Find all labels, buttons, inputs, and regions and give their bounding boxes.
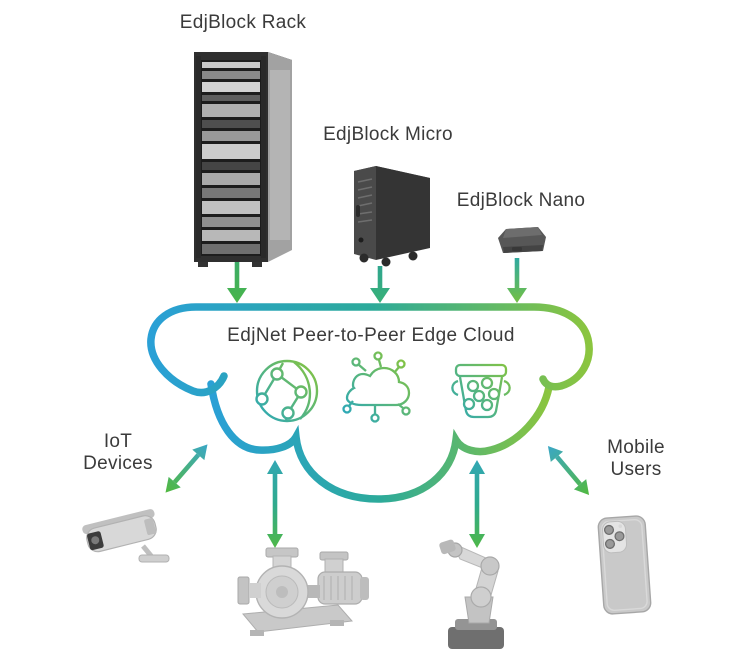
iot-devices-label-line1: IoT <box>103 431 133 452</box>
edjblock-micro-label: EdjBlock Micro <box>323 124 453 145</box>
iot-cloud-icon <box>342 351 411 423</box>
global-network-icon <box>255 359 319 423</box>
iot-devices-label: IoT Devices <box>83 431 153 475</box>
mobile-users-label: Mobile Users <box>607 437 665 481</box>
tower-server-image <box>354 166 430 267</box>
rack-to-cloud-arrow <box>227 260 247 303</box>
mobile-users-label-line2: Users <box>610 459 662 480</box>
cloud-robot-arrow <box>469 460 485 548</box>
edjblock-rack-label: EdjBlock Rack <box>179 12 307 33</box>
cloud-iot-arrow <box>159 439 213 498</box>
cloud-pump-arrow <box>267 460 283 548</box>
data-bucket-icon <box>451 363 511 419</box>
robot-arm-image <box>439 539 504 649</box>
nano-device-image <box>498 227 546 253</box>
nano-to-cloud-arrow <box>507 258 527 303</box>
security-camera-image <box>82 509 170 563</box>
industrial-pump-image <box>237 547 369 636</box>
iot-devices-label-line2: Devices <box>83 453 153 474</box>
edjblock-nano-label: EdjBlock Nano <box>456 190 586 211</box>
cloud-mobile-arrow <box>542 441 595 500</box>
edge-cloud-shape <box>147 303 593 503</box>
mobile-users-label-line1: Mobile <box>607 437 665 458</box>
micro-to-cloud-arrow <box>370 266 390 303</box>
cloud-title: EdjNet Peer-to-Peer Edge Cloud <box>227 325 515 346</box>
server-rack-image <box>194 52 292 267</box>
smartphone-image <box>597 515 652 615</box>
